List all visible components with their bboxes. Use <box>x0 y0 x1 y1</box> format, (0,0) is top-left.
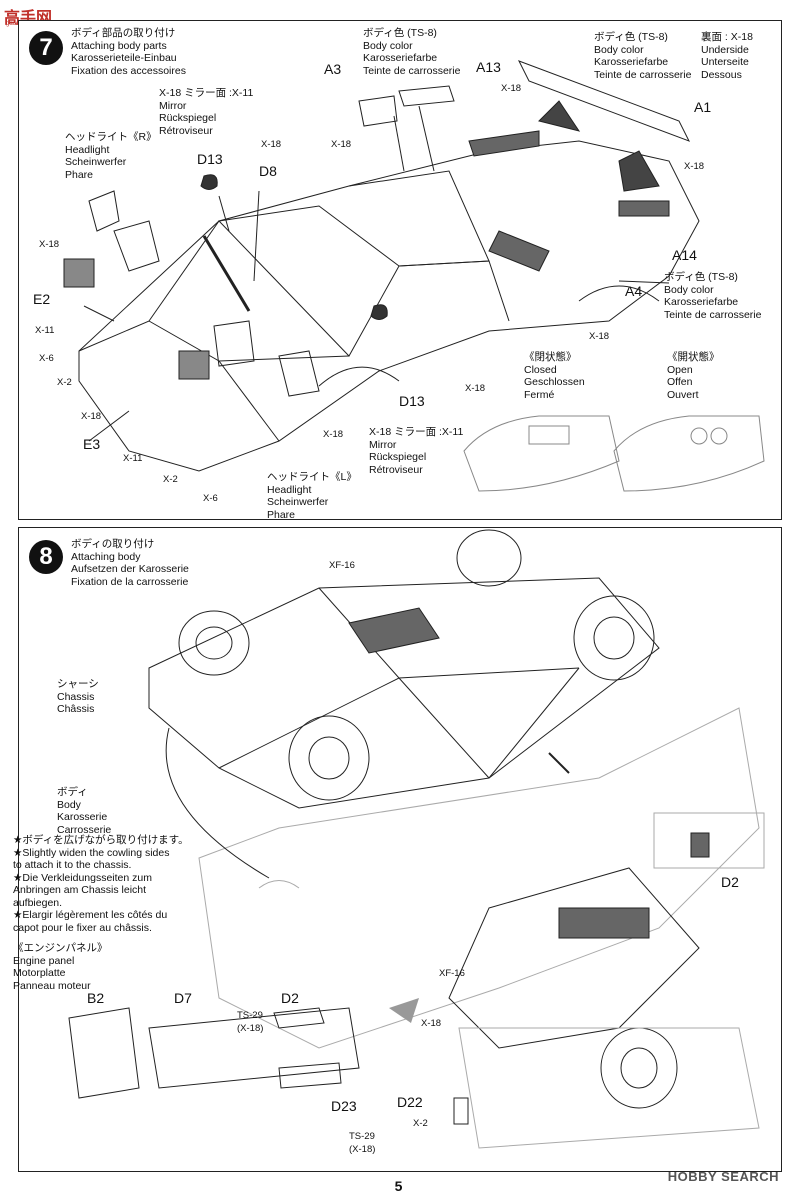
step-7-number: 7 <box>29 31 63 65</box>
paint-x18: X-18 <box>81 411 102 422</box>
part-d13: D13 <box>197 151 223 167</box>
paint-x2: X-2 <box>413 1118 428 1129</box>
paint-xf16: XF-16 <box>439 968 465 979</box>
paint-x18: X-18 <box>684 161 705 172</box>
part-d23: D23 <box>331 1098 357 1114</box>
paint-x18: X-18 <box>501 83 522 94</box>
part-a4: A4 <box>625 283 643 299</box>
part-b2: B2 <box>87 990 105 1006</box>
paint-x18: X-18 <box>331 139 352 150</box>
part-a14: A14 <box>672 247 697 263</box>
paint-x2: X-2 <box>57 377 72 388</box>
paint-x18: X-18 <box>323 429 344 440</box>
part-d8: D8 <box>259 163 277 179</box>
paint-x18: X-18 <box>465 383 486 394</box>
paint-ts29: TS-29(X-18) <box>349 1131 376 1155</box>
paint-x18: X-18 <box>39 239 60 250</box>
paint-x6: X-6 <box>203 493 218 504</box>
page-number: 5 <box>394 1178 403 1194</box>
part-a1: A1 <box>694 99 712 115</box>
paint-x18: X-18 <box>421 1018 442 1029</box>
part-d13-bottom: D13 <box>399 393 425 409</box>
paint-x6: X-6 <box>39 353 54 364</box>
part-a3: A3 <box>324 61 342 77</box>
paint-x18: X-18 <box>261 139 282 150</box>
assembly-notes: ★ボディを広げながら取り付けます。★Slightly widen the cow… <box>13 834 189 934</box>
hobby-search-watermark: HOBBY SEARCH <box>667 1169 779 1184</box>
step-8-number: 8 <box>29 540 63 574</box>
part-d2-engine: D2 <box>721 874 739 890</box>
part-d22: D22 <box>397 1094 423 1110</box>
paint-x18: X-18 <box>589 331 610 342</box>
paint-ts29: TS-29(X-18) <box>237 1010 264 1034</box>
step-8-drawing <box>68 529 765 1149</box>
paint-xf16: XF-16 <box>329 560 355 571</box>
paint-x11: X-11 <box>123 453 143 464</box>
part-e3: E3 <box>83 436 101 452</box>
part-d2: D2 <box>281 990 299 1006</box>
part-a13: A13 <box>476 59 501 75</box>
paint-x2: X-2 <box>163 474 178 485</box>
step-7-drawing <box>63 60 765 492</box>
part-e2: E2 <box>33 291 51 307</box>
paint-x11: X-11 <box>35 325 55 336</box>
part-d7: D7 <box>174 990 192 1006</box>
